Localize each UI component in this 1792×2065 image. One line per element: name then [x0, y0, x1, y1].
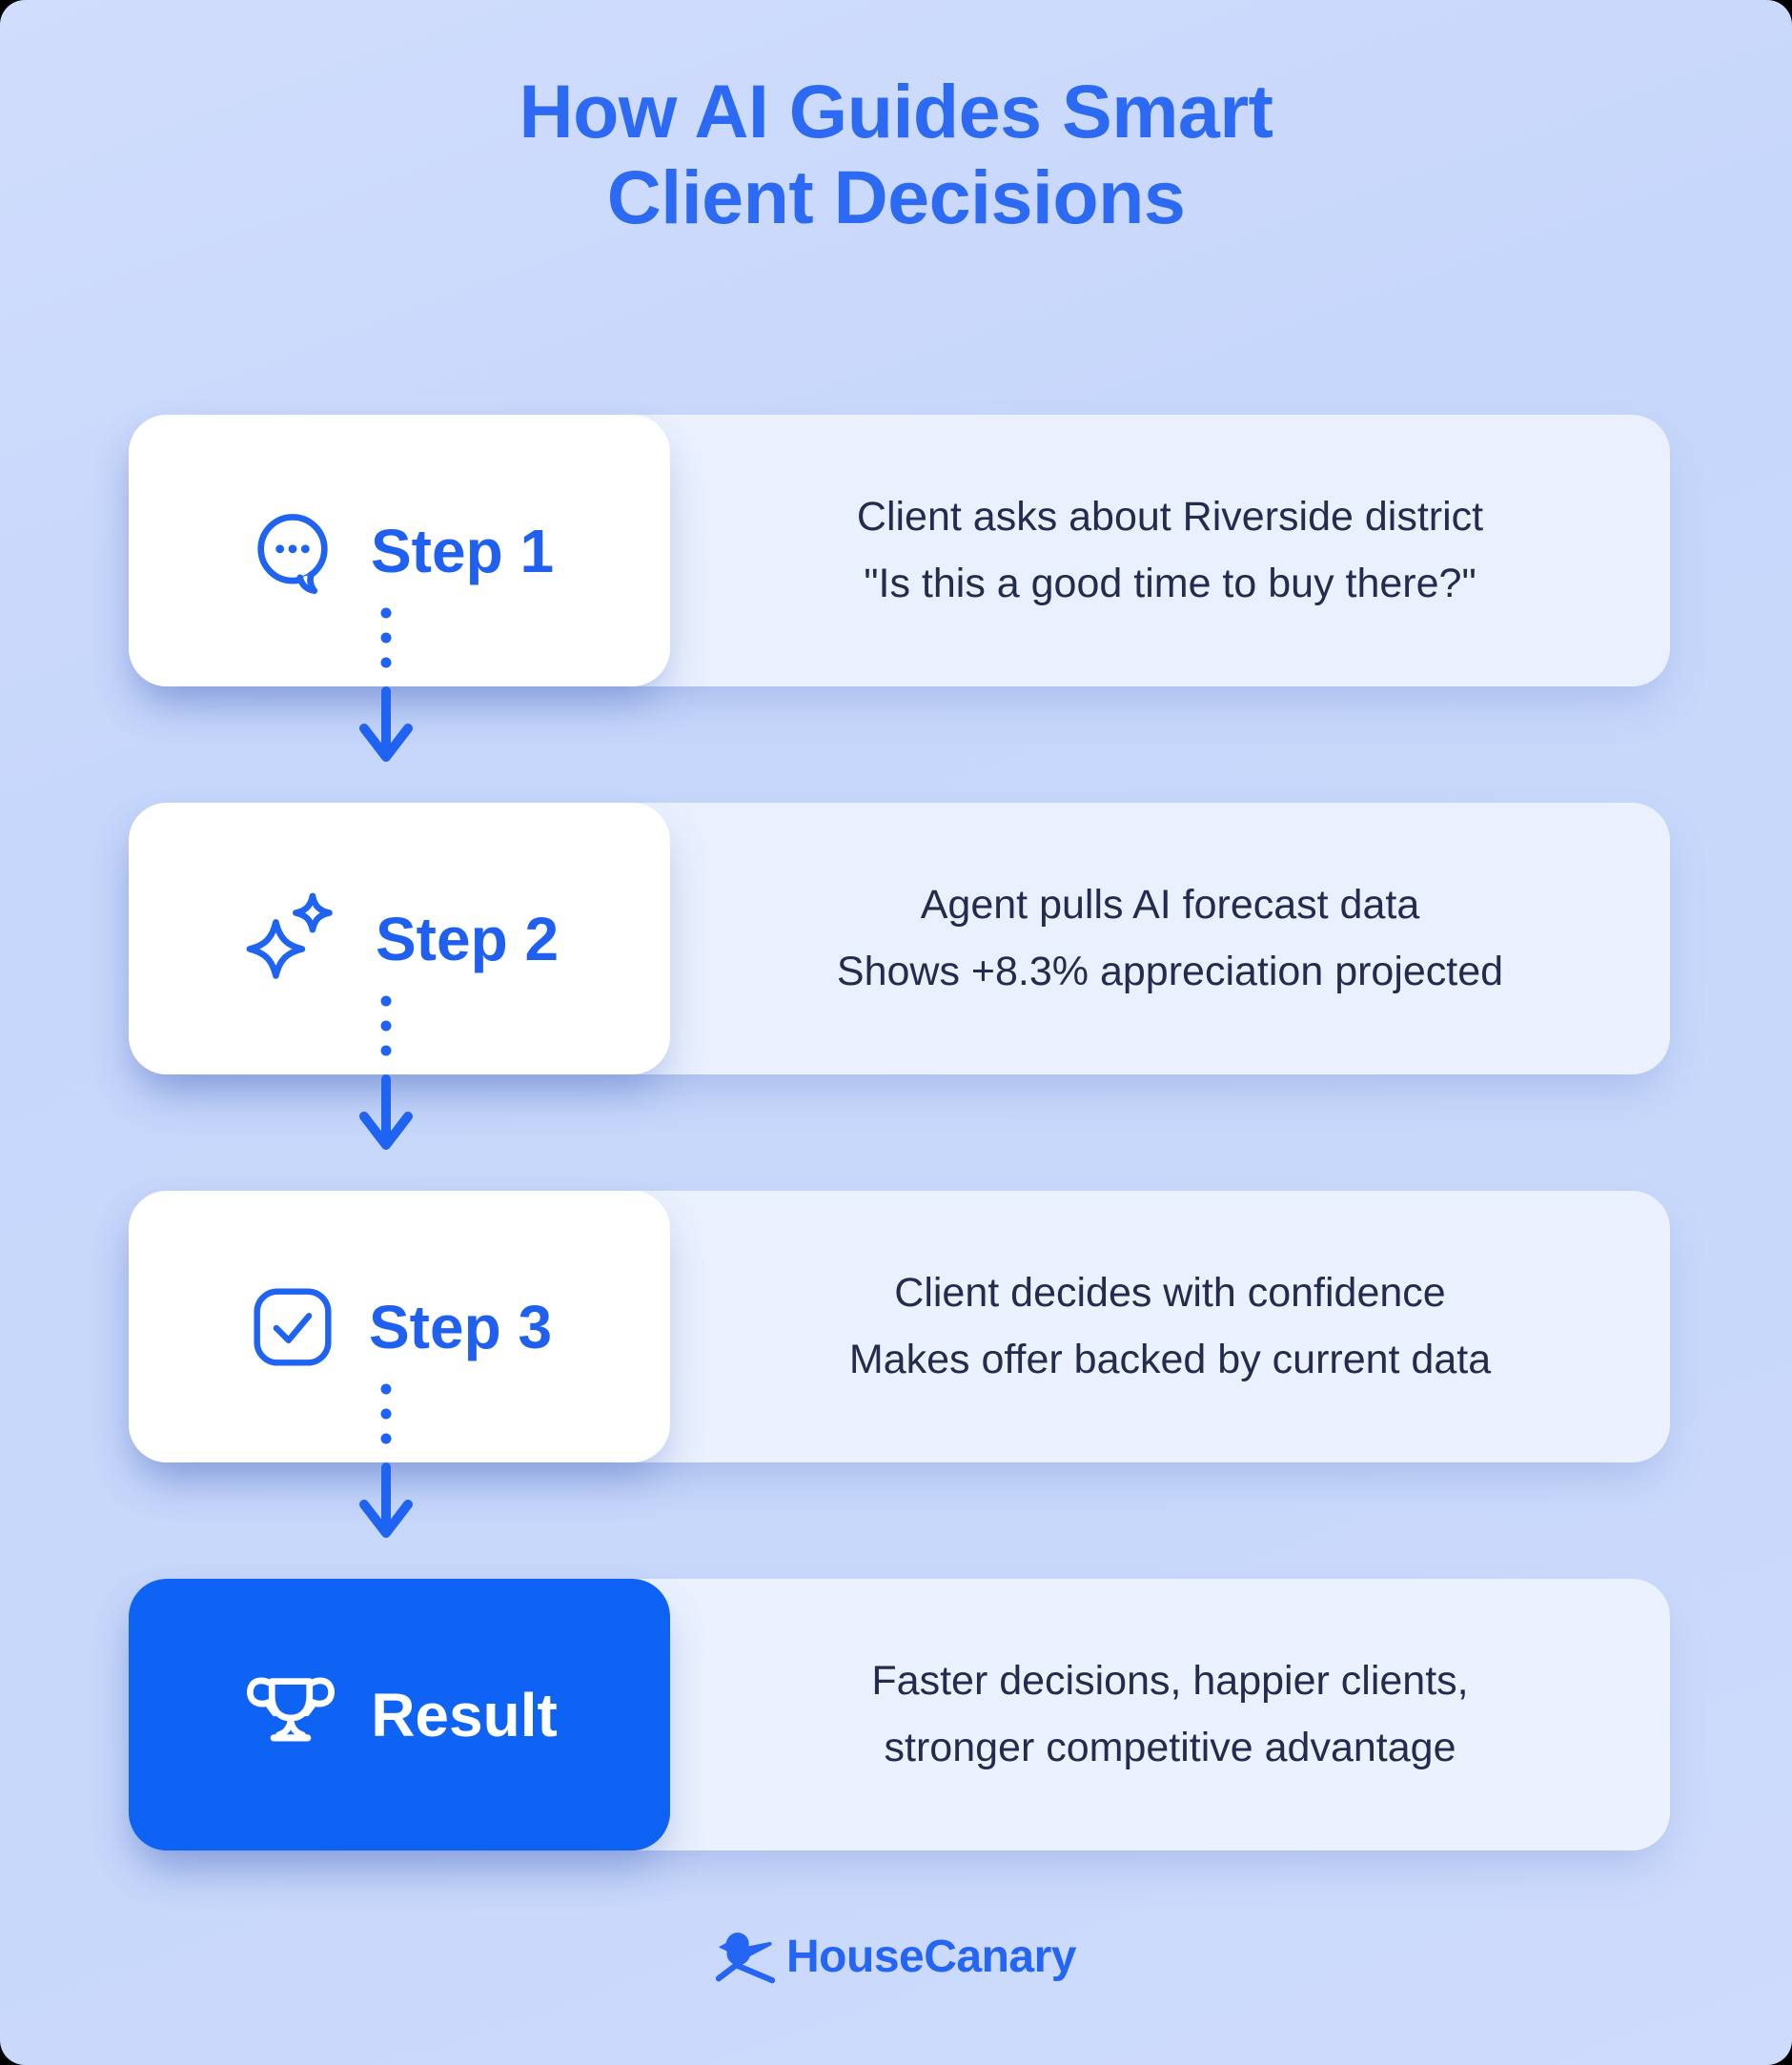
step3-description-line2: Makes offer backed by current data: [848, 1336, 1492, 1382]
result-card: Result: [129, 1579, 670, 1850]
step1-label: Step 1: [370, 516, 555, 585]
page-title-line1: How AI Guides Smart: [519, 69, 1273, 153]
result-description-line1: Faster decisions, happier clients,: [871, 1657, 1469, 1704]
arrow-step1-to-step2: [359, 607, 413, 762]
result-description-line2: stronger competitive advantage: [884, 1724, 1456, 1770]
step2-description-line2: Shows +8.3% appreciation projected: [836, 948, 1504, 994]
footer-brand: HouseCanary: [0, 1928, 1792, 1985]
step3-label: Step 3: [368, 1292, 553, 1361]
canary-bird-icon: [716, 1932, 776, 1984]
page-title-line2: Client Decisions: [606, 154, 1186, 240]
page-title: How AI Guides Smart Client Decisions: [0, 69, 1792, 240]
step1-card: Step 1: [129, 415, 670, 686]
step2-description-line1: Agent pulls AI forecast data: [920, 881, 1420, 928]
trophy-icon: [247, 1677, 336, 1742]
step1-description: Client asks about Riverside district "Is…: [670, 415, 1670, 686]
step2-description: Agent pulls AI forecast data Shows +8.3%…: [670, 803, 1670, 1074]
arrow-step3-to-result: [359, 1383, 413, 1538]
result-description: Faster decisions, happier clients, stron…: [670, 1579, 1670, 1850]
sparkles-icon: [246, 892, 333, 979]
checkbox-icon: [254, 1287, 332, 1366]
step1-description-line2: "Is this a good time to buy there?": [864, 560, 1476, 606]
result-row: Result Faster decisions, happier clients…: [129, 1579, 1670, 1850]
step1-description-line1: Client asks about Riverside district: [856, 493, 1484, 540]
step3-description: Client decides with confidence Makes off…: [670, 1191, 1670, 1462]
step3-description-line1: Client decides with confidence: [894, 1269, 1446, 1316]
chat-icon: [257, 513, 328, 594]
step2-card: Step 2: [129, 803, 670, 1074]
brand-name: HouseCanary: [786, 1931, 1076, 1982]
step2-label: Step 2: [375, 904, 560, 973]
step3-card: Step 3: [129, 1191, 670, 1462]
result-label: Result: [371, 1680, 558, 1749]
arrow-step2-to-step3: [359, 995, 413, 1150]
